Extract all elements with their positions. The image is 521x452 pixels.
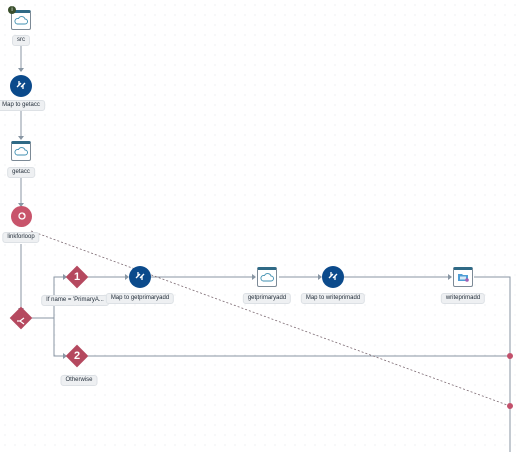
map-to-getacc-label: Map to getacc <box>0 100 45 111</box>
src-connector[interactable] <box>11 10 31 30</box>
loop-return-port[interactable] <box>507 403 513 409</box>
loop-icon <box>17 208 27 226</box>
folder-write-icon <box>457 269 469 287</box>
branch-2-number: 2 <box>73 350 81 362</box>
src-label: src <box>12 35 30 46</box>
map-to-writeprimadd-label: Map to writeprimadd <box>300 293 366 304</box>
writeprimadd-connector[interactable] <box>453 267 473 287</box>
getprimaryadd-connector[interactable] <box>257 267 277 287</box>
map-to-getprimaryadd-circle[interactable] <box>129 266 151 288</box>
mapper-icon <box>16 77 26 95</box>
linkforloop-label: linkforloop <box>2 232 40 243</box>
mapper-icon <box>135 268 145 286</box>
getacc-label: getacc <box>7 167 35 178</box>
info-icon: i <box>8 6 16 14</box>
branch-1-number: 1 <box>73 271 81 283</box>
writeprimadd-label: writeprimadd <box>440 293 486 304</box>
switch-icon <box>16 313 26 331</box>
cloud-icon <box>14 143 28 161</box>
cloud-icon <box>260 269 274 287</box>
mapper-icon <box>328 268 338 286</box>
linkforloop-circle[interactable] <box>11 206 32 227</box>
map-to-getacc-circle[interactable] <box>10 75 32 97</box>
branch-1-condition: If name = 'PrimaryA... <box>41 295 109 306</box>
merge-port[interactable] <box>507 353 513 359</box>
map-to-writeprimadd-circle[interactable] <box>322 266 344 288</box>
map-to-getprimaryadd-label: Map to getprimaryadd <box>105 293 175 304</box>
branch-2-label: Otherwise <box>60 375 98 386</box>
getacc-connector[interactable] <box>11 141 31 161</box>
cloud-icon <box>14 12 28 30</box>
getprimaryadd-label: getprimaryadd <box>242 293 292 304</box>
